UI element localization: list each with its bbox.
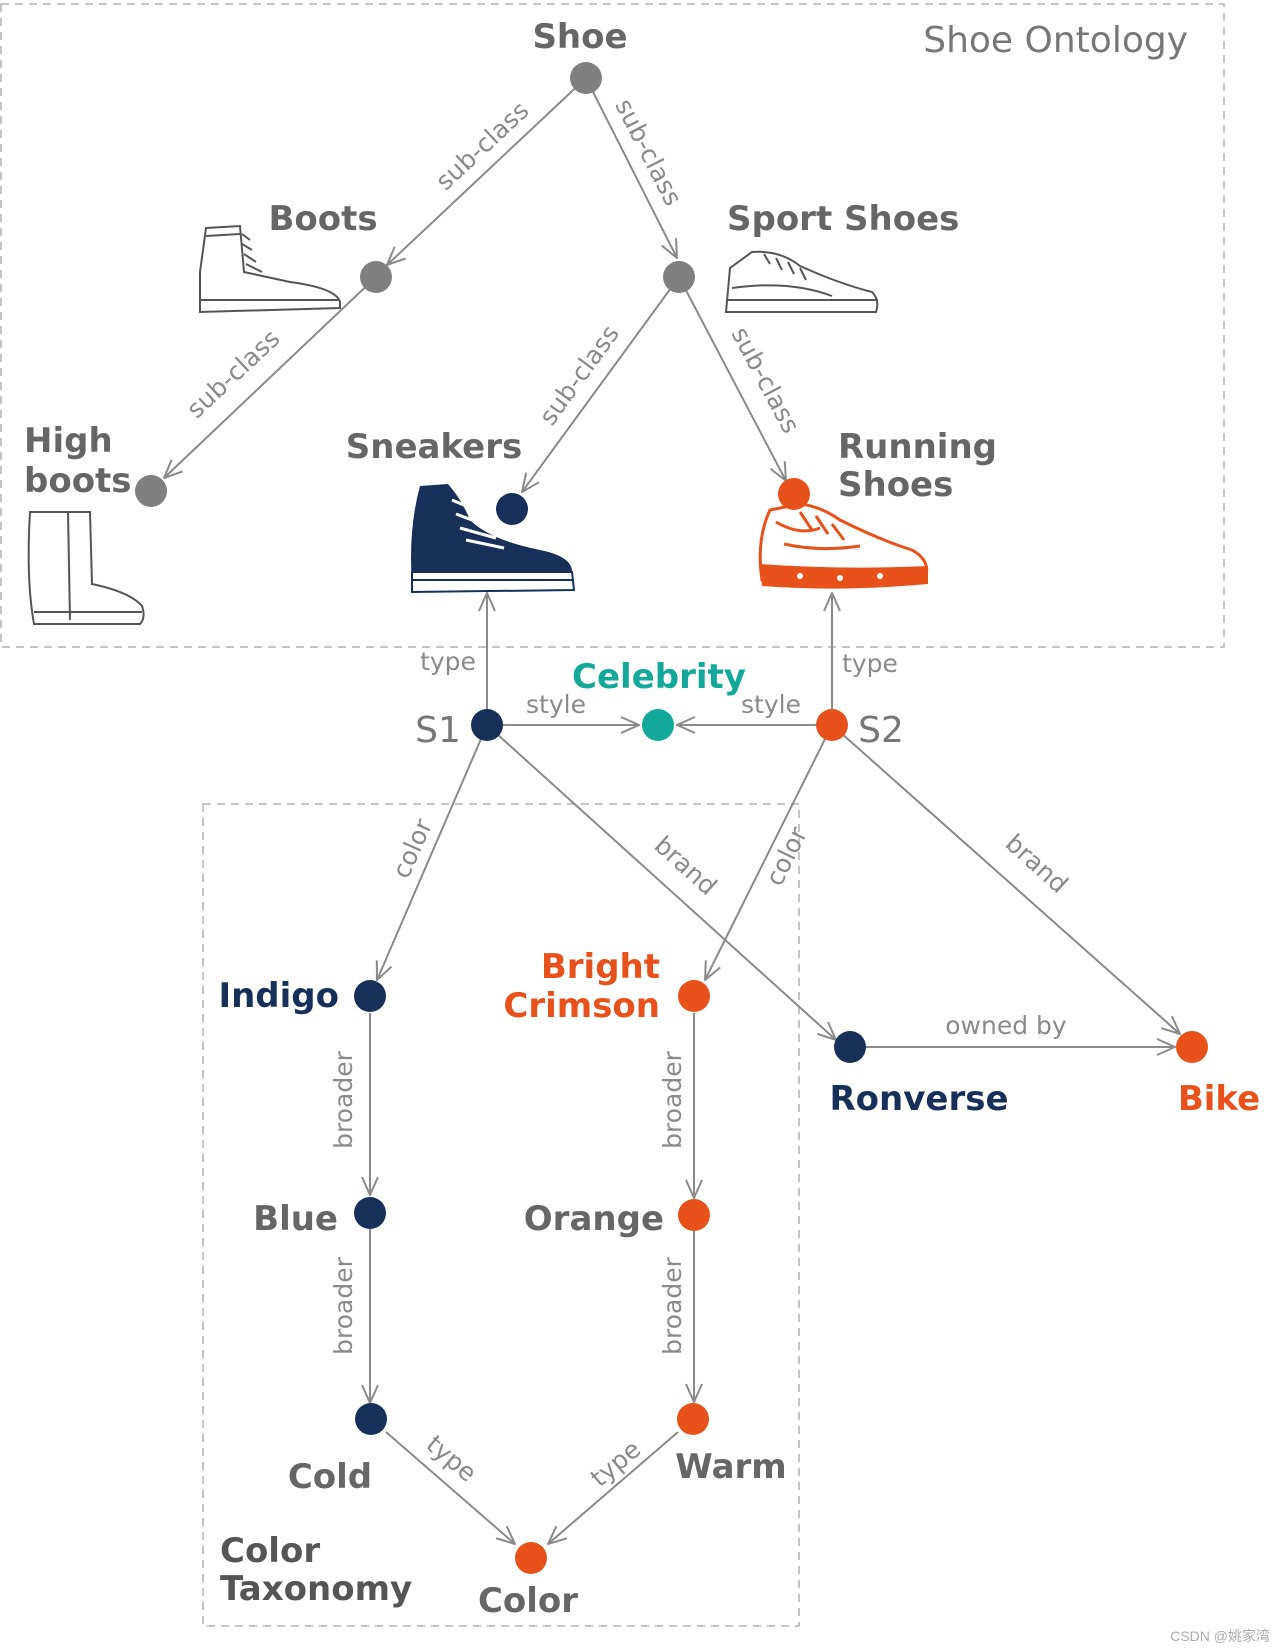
node-color[interactable] bbox=[515, 1542, 547, 1574]
node-blue[interactable] bbox=[354, 1197, 386, 1229]
color-taxonomy-region bbox=[202, 803, 800, 1627]
color-taxonomy-title: Color bbox=[220, 1531, 320, 1571]
edge-label-color: color bbox=[386, 814, 438, 883]
edge-sport-running bbox=[678, 276, 786, 481]
label-color: Color bbox=[478, 1581, 578, 1621]
label-orange: Orange bbox=[524, 1199, 664, 1239]
label-cold: Cold bbox=[288, 1457, 372, 1497]
sport-shoe-icon bbox=[724, 250, 879, 313]
edge-label-broader: broader bbox=[658, 1256, 687, 1354]
node-running-shoes[interactable] bbox=[778, 478, 810, 510]
sole-pod bbox=[797, 573, 803, 579]
edge-label-type: type bbox=[842, 649, 898, 678]
edge-label-sub-class: sub-class bbox=[430, 96, 534, 196]
edge-shoe-sport-shoes bbox=[585, 77, 677, 258]
node-bike[interactable] bbox=[1176, 1031, 1208, 1063]
node-labels: Shoe Boots Sport Shoes High boots Sneake… bbox=[24, 17, 1260, 1621]
edge-label-type: type bbox=[585, 1434, 646, 1492]
edge-label-sub-class: sub-class bbox=[609, 94, 687, 210]
node-boots[interactable] bbox=[360, 261, 392, 293]
edge-boots-high-boots bbox=[164, 276, 377, 478]
edge-label-sub-class: sub-class bbox=[181, 324, 285, 424]
edge-label-broader: broader bbox=[329, 1256, 358, 1354]
boot-icon bbox=[199, 224, 341, 314]
label-bright-crimson: Bright bbox=[541, 947, 660, 987]
edge-s2-bike bbox=[831, 724, 1180, 1034]
high-boot-icon bbox=[27, 511, 145, 625]
node-sneakers[interactable] bbox=[496, 493, 528, 525]
node-cold[interactable] bbox=[355, 1403, 387, 1435]
node-high-boots[interactable] bbox=[135, 475, 167, 507]
node-s1[interactable] bbox=[471, 709, 503, 741]
shoe-ontology-region bbox=[0, 3, 1225, 648]
label-shoe: Shoe bbox=[532, 17, 627, 57]
edge-label-type: type bbox=[420, 647, 476, 676]
edge-label-broader: broader bbox=[658, 1050, 687, 1148]
edge-warm-color bbox=[548, 1431, 679, 1544]
label-high-boots-line2: boots bbox=[24, 461, 132, 501]
edge-sport-sneakers bbox=[522, 276, 680, 492]
label-warm: Warm bbox=[675, 1447, 786, 1487]
edge-label-broader: broader bbox=[329, 1050, 358, 1148]
edge-s1-indigo bbox=[377, 724, 488, 980]
label-high-boots: High bbox=[24, 421, 113, 461]
node-indigo[interactable] bbox=[354, 980, 386, 1012]
label-bike: Bike bbox=[1178, 1079, 1260, 1119]
edge-s2-bright-crimson bbox=[705, 724, 833, 980]
label-running-shoes-line2: Shoes bbox=[838, 465, 953, 505]
edge-s1-ronverse bbox=[486, 724, 836, 1040]
edge-label-brand: brand bbox=[649, 830, 723, 901]
label-bright-crimson-line2: Crimson bbox=[503, 986, 660, 1026]
label-s1: S1 bbox=[415, 710, 461, 751]
nodes bbox=[135, 62, 1208, 1574]
label-celebrity: Celebrity bbox=[572, 657, 746, 697]
edge-label-type: type bbox=[421, 1429, 482, 1487]
color-taxonomy-title-line2: Taxonomy bbox=[220, 1569, 412, 1609]
label-indigo: Indigo bbox=[218, 976, 339, 1016]
label-running-shoes: Running bbox=[838, 427, 997, 467]
edge-label-owned-by: owned by bbox=[945, 1011, 1067, 1040]
edge-labels: sub-class sub-class sub-class sub-class … bbox=[181, 94, 1074, 1493]
label-boots: Boots bbox=[268, 199, 377, 239]
edges bbox=[164, 77, 1180, 1544]
edge-label-sub-class: sub-class bbox=[726, 322, 806, 438]
label-sneakers: Sneakers bbox=[346, 427, 522, 467]
node-celebrity[interactable] bbox=[642, 709, 674, 741]
node-ronverse[interactable] bbox=[834, 1031, 866, 1063]
sneaker-icon bbox=[411, 484, 576, 594]
node-shoe[interactable] bbox=[570, 62, 602, 94]
label-sport-shoes: Sport Shoes bbox=[727, 199, 959, 239]
watermark: CSDN @姚家湾 bbox=[1170, 1628, 1270, 1644]
label-ronverse: Ronverse bbox=[829, 1079, 1008, 1119]
edge-label-style: style bbox=[741, 690, 801, 719]
label-s2: S2 bbox=[858, 710, 904, 751]
node-warm[interactable] bbox=[677, 1403, 709, 1435]
node-bright-crimson[interactable] bbox=[678, 980, 710, 1012]
node-s2[interactable] bbox=[816, 709, 848, 741]
sole-pod bbox=[877, 573, 883, 579]
sole-pod bbox=[837, 575, 843, 581]
edge-label-brand: brand bbox=[1000, 828, 1074, 899]
node-orange[interactable] bbox=[678, 1199, 710, 1231]
label-blue: Blue bbox=[253, 1199, 338, 1239]
edge-label-style: style bbox=[526, 690, 586, 719]
node-sport-shoes[interactable] bbox=[663, 261, 695, 293]
edge-shoe-boots bbox=[387, 77, 587, 265]
edge-cold-color bbox=[385, 1431, 515, 1544]
shoe-ontology-title: Shoe Ontology bbox=[923, 20, 1188, 61]
running-shoe-icon bbox=[758, 502, 929, 589]
